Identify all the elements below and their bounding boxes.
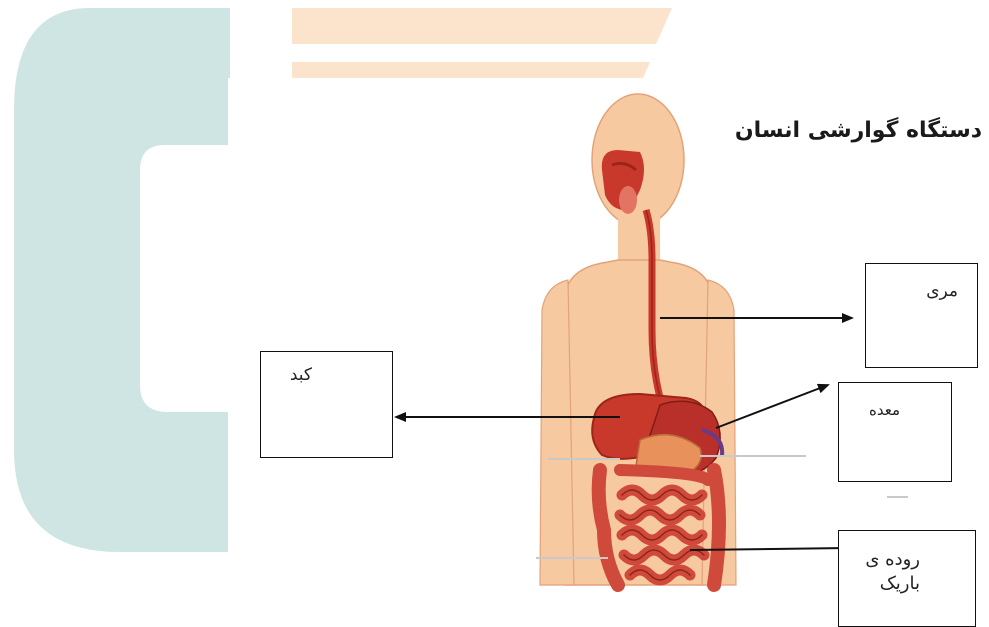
liver-label: کبد [262, 364, 312, 387]
stomach-label: معده [840, 400, 900, 420]
peach-stripe-bottom [292, 62, 650, 78]
esophagus-label-box [865, 263, 978, 368]
small-intestine-label: روده ی باریک [840, 548, 920, 597]
background-c-shape [14, 8, 230, 552]
stomach-label-box [838, 382, 952, 482]
diagram-title: دستگاه گوارشی انسان [700, 118, 982, 143]
peach-stripe-top [292, 8, 672, 44]
esophagus-label: مری [866, 280, 958, 303]
